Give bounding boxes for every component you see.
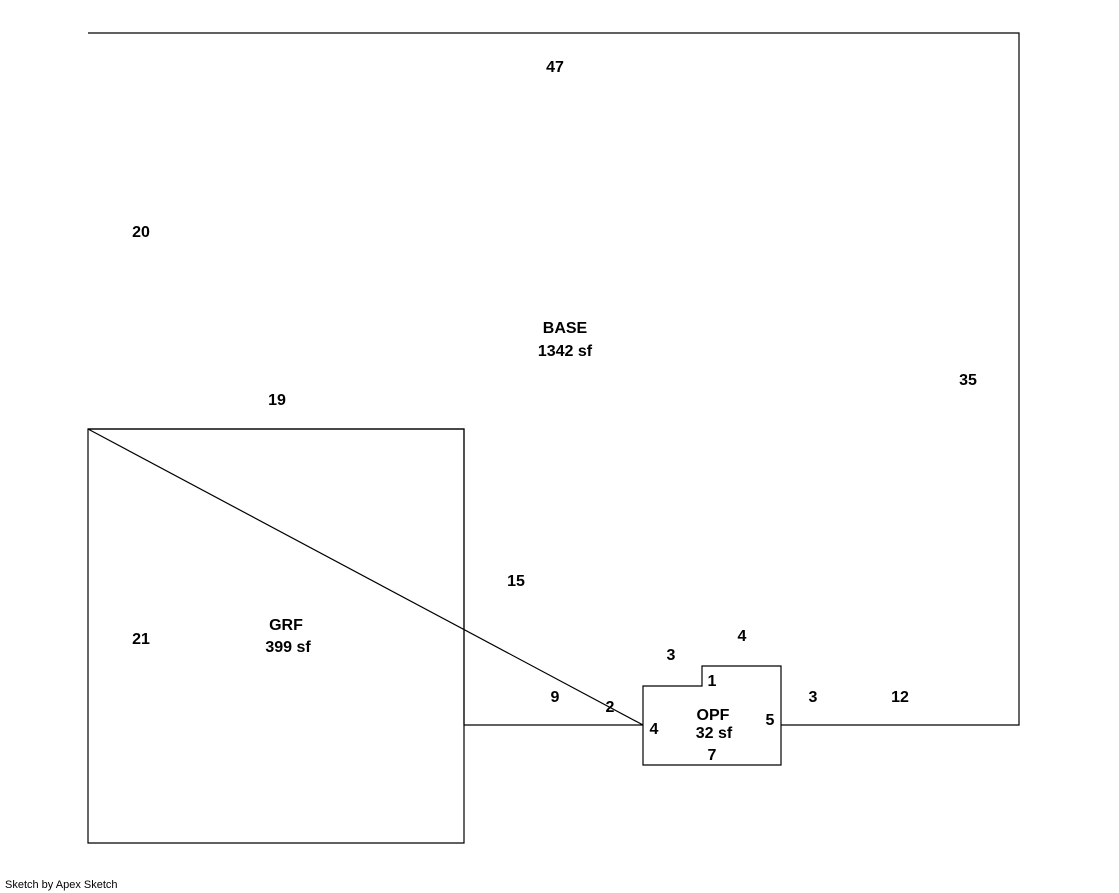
base-area: 1342 sf [538,343,593,360]
dimension-label: 1 [708,673,717,690]
dimension-label: 5 [766,712,775,729]
porch-area: 32 sf [696,725,733,742]
dimension-label: 19 [268,392,286,409]
dimension-label: 21 [132,631,150,648]
dimension-label: 3 [667,647,676,664]
dimension-label: 35 [959,372,977,389]
garage-area: 399 sf [265,639,311,656]
base-label: BASE [543,320,588,337]
garage-label: GRF [269,617,303,634]
dimension-label: 47 [546,59,564,76]
porch-outline [642,665,782,766]
dimension-label: 12 [891,689,909,706]
dimension-label: 2 [606,699,615,716]
garage-outline [87,428,465,844]
base-outline [87,32,1020,726]
dimension-label: 9 [551,689,560,706]
footer-credit: Sketch by Apex Sketch [5,879,118,891]
dimension-label: 3 [809,689,818,706]
dimension-label: 7 [708,747,717,764]
porch-label: OPF [697,707,730,724]
dimension-label: 4 [738,628,747,645]
dimension-label: 15 [507,573,525,590]
dimension-label: 4 [650,721,659,738]
dimension-label: 20 [132,224,150,241]
